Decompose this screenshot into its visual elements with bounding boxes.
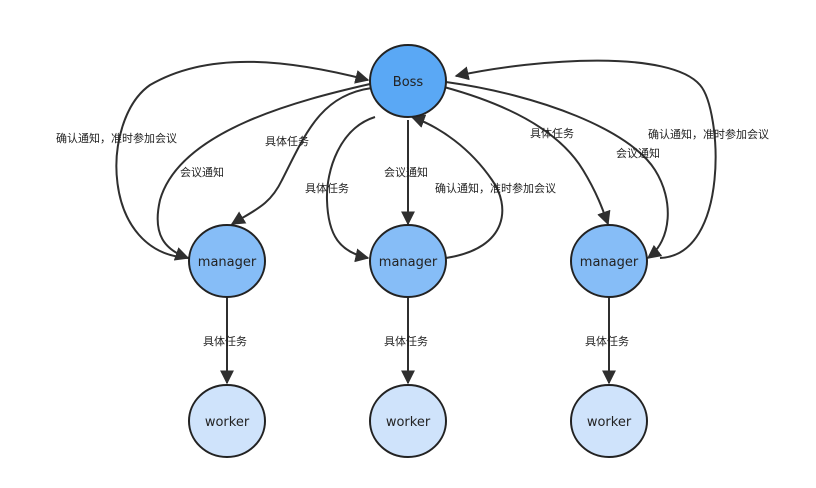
node-worker-left-shape xyxy=(188,384,266,458)
node-manager-mid-shape xyxy=(369,224,447,298)
node-worker-left-label: worker xyxy=(205,415,250,430)
label-right-worker-task: 具体任务 xyxy=(585,334,629,348)
label-left-confirm: 确认通知，准时参加会议 xyxy=(56,131,177,145)
node-boss[interactable]: Boss xyxy=(369,44,447,118)
edges xyxy=(115,59,717,385)
label-right-confirm: 确认通知，准时参加会议 xyxy=(648,127,769,141)
node-manager-left-shape xyxy=(188,224,266,298)
node-manager-right-label: manager xyxy=(580,255,639,270)
edge-right-task xyxy=(443,86,611,226)
node-manager-left-label: manager xyxy=(198,255,257,270)
edge-left-task xyxy=(230,87,373,225)
label-mid-worker-task: 具体任务 xyxy=(384,334,428,348)
edge-labels: 确认通知，准时参加会议 会议通知 具体任务 具体任务 会议通知 确认通知，准时参… xyxy=(56,126,769,348)
node-manager-right-shape xyxy=(570,224,648,298)
node-worker-right-shape xyxy=(570,384,648,458)
node-worker-mid-shape xyxy=(369,384,447,458)
node-worker-left[interactable]: worker xyxy=(188,384,266,458)
label-left-task: 具体任务 xyxy=(265,134,309,148)
node-manager-right[interactable]: manager xyxy=(570,224,648,298)
label-right-meeting: 会议通知 xyxy=(616,146,660,160)
node-worker-mid-label: worker xyxy=(386,415,431,430)
node-boss-label: Boss xyxy=(393,75,424,90)
nodes: Boss manager manager manager worker work… xyxy=(188,44,648,458)
node-manager-mid[interactable]: manager xyxy=(369,224,447,298)
node-manager-left[interactable]: manager xyxy=(188,224,266,298)
label-mid-task: 具体任务 xyxy=(305,181,349,195)
label-left-worker-task: 具体任务 xyxy=(203,334,247,348)
edge-mid-confirm xyxy=(410,114,504,259)
node-boss-shape xyxy=(369,44,447,118)
node-worker-mid[interactable]: worker xyxy=(369,384,447,458)
node-worker-right[interactable]: worker xyxy=(570,384,648,458)
edge-left-confirm xyxy=(115,60,370,259)
label-left-meeting: 会议通知 xyxy=(180,165,224,179)
edge-mid-task xyxy=(325,116,376,263)
label-right-task: 具体任务 xyxy=(530,126,574,140)
label-mid-confirm: 确认通知，准时参加会议 xyxy=(435,181,556,195)
edge-right-meeting xyxy=(445,81,669,259)
node-worker-right-label: worker xyxy=(587,415,632,430)
edge-left-meeting xyxy=(156,83,371,261)
edge-right-confirm xyxy=(454,59,717,259)
node-manager-mid-label: manager xyxy=(379,255,438,270)
label-mid-meeting: 会议通知 xyxy=(384,165,428,179)
